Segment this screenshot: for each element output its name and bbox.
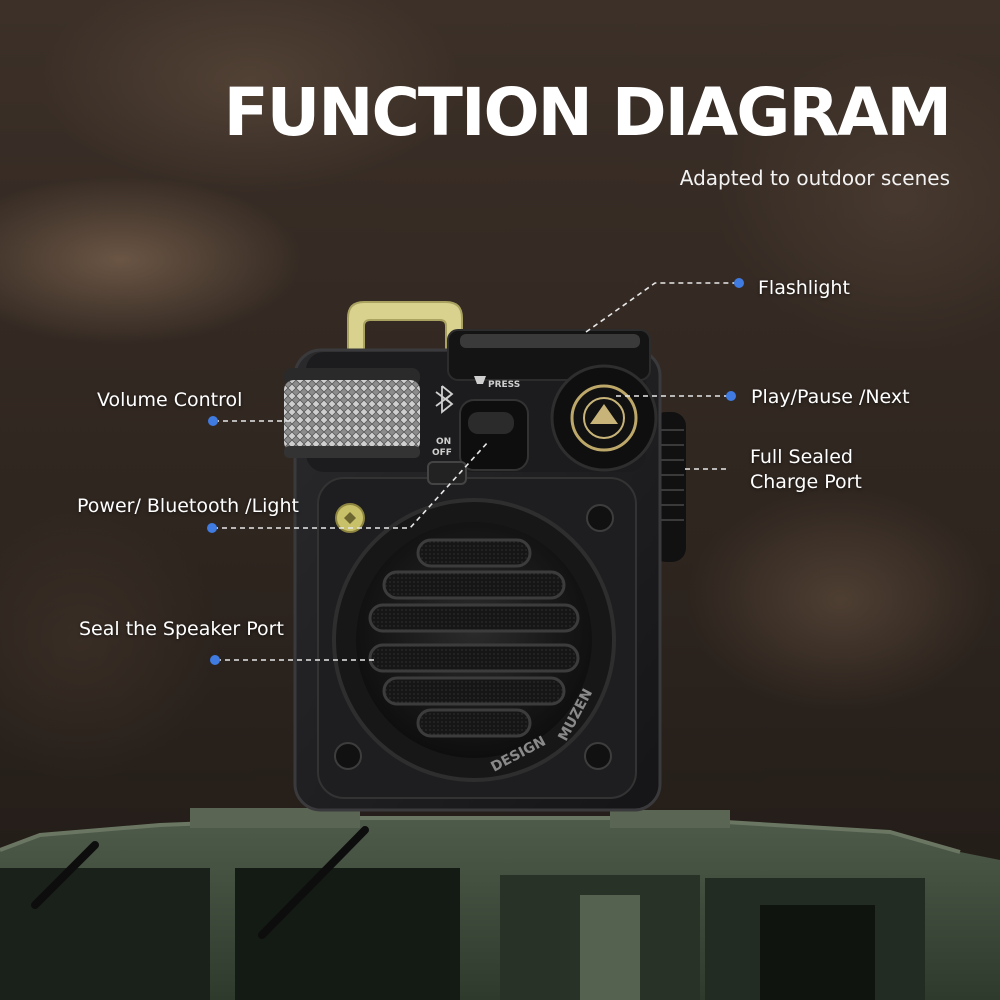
speaker-dot [210,655,220,665]
off-marking: OFF [432,448,452,458]
flashlight-icon [474,376,486,384]
page-title: FUNCTION DIAGRAM [223,74,952,151]
press-marking: PRESS [488,380,520,390]
callout-dots [207,278,744,665]
page-subtitle: Adapted to outdoor scenes [679,166,950,190]
power-leader [213,441,489,529]
flashlight-label: Flashlight [758,277,850,299]
leader-lines [213,282,736,661]
toy-truck [0,808,1000,1000]
flashlight-leader [585,282,736,333]
volume-dot [208,416,218,426]
bluetooth-icon [435,385,454,414]
speaker-device: PRESS ON OFF DESIGN MUZE [284,301,686,812]
on-marking: ON [436,437,451,447]
play-pause-next-label: Play/Pause /Next [751,386,910,408]
play-pause-dot [726,391,736,401]
power-dot [207,523,217,533]
power-bluetooth-light-label: Power/ Bluetooth /Light [77,495,299,517]
volume-control-label: Volume Control [97,389,243,411]
speaker-port-label: Seal the Speaker Port [79,618,284,640]
flashlight-dot [734,278,744,288]
charge-port-label: Full Sealed Charge Port [750,446,862,493]
